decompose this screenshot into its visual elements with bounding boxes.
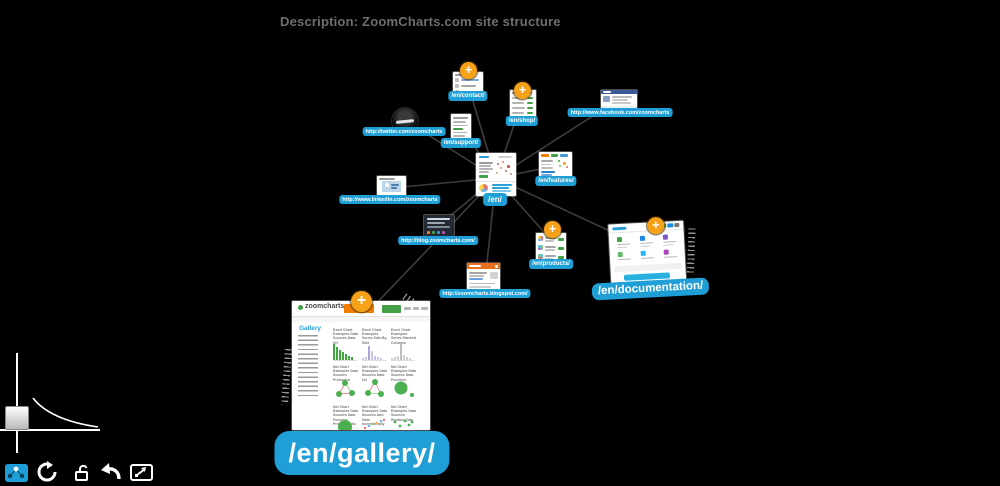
net-chart-thumb[interactable] <box>391 378 415 400</box>
node-label: /en/contact/ <box>448 91 488 101</box>
rotate-icon <box>37 461 57 482</box>
slider-handle[interactable] <box>5 406 29 430</box>
fullscreen-icon <box>130 464 153 481</box>
zoom-curve <box>32 397 99 428</box>
webpage-thumbnail[interactable] <box>476 153 516 196</box>
node-label: http://www.facebook.com/zoomcharts <box>567 108 673 117</box>
gallery-logo: zoomcharts <box>305 303 345 310</box>
slider-track[interactable] <box>16 353 18 453</box>
gallery-item-caption[interactable]: Net Chart Examples Data Sources Preloade… <box>333 365 358 382</box>
net-chart-thumb[interactable] <box>333 418 357 430</box>
net-chart-thumb[interactable] <box>362 378 386 400</box>
node-label: http://twitter.com/zoomcharts <box>362 127 446 136</box>
header-nav-item[interactable] <box>404 307 411 310</box>
webpage-thumbnail[interactable] <box>451 114 471 140</box>
rotate-button[interactable] <box>36 461 58 486</box>
webpage-thumbnail[interactable] <box>377 176 406 196</box>
node-label: /en/documentation/ <box>591 277 710 301</box>
node-label: /en/shop/ <box>505 116 539 126</box>
scatter-chart-thumb[interactable] <box>391 418 415 430</box>
webpage-thumbnail[interactable] <box>424 215 454 236</box>
header-green-button[interactable] <box>382 305 401 313</box>
chart-style-icon <box>5 464 28 482</box>
node-label: http://zoomcharts.blogspot.com/ <box>439 289 531 298</box>
gallery-item-caption[interactable]: Excel Chart Examples Series Stacked Colu… <box>391 328 416 345</box>
node-label: /en/ <box>483 193 507 206</box>
bar-chart-thumb[interactable] <box>362 342 386 361</box>
node-label: http://blog.zoomcharts.com/ <box>398 236 478 245</box>
node-label: /en/gallery/ <box>274 431 450 475</box>
gallery-heading: Gallery <box>299 325 322 332</box>
gallery-item-caption[interactable]: Net Chart Examples Data Sources Data Url <box>362 365 387 382</box>
bar-chart-thumb[interactable] <box>333 342 357 361</box>
webpage-thumbnail[interactable] <box>601 90 637 110</box>
gallery-item-caption[interactable]: Excel Chart Examples Series Side-By-Side <box>362 328 388 345</box>
webpage-thumbnail[interactable] <box>608 220 687 285</box>
chart-description: Description: ZoomCharts.com site structu… <box>280 14 561 29</box>
node-label: /en/support/ <box>440 138 482 148</box>
unlock-button[interactable] <box>73 463 92 486</box>
webpage-thumbnail[interactable] <box>467 263 500 291</box>
webpage-thumbnail[interactable] <box>539 152 572 177</box>
thumb-content <box>608 221 684 281</box>
expand-badge[interactable]: + <box>544 221 561 238</box>
header-nav-item[interactable] <box>421 307 428 310</box>
gallery-item-caption[interactable]: Excel Chart Examples Data Sources Data U… <box>333 328 358 345</box>
back-button[interactable] <box>99 461 122 486</box>
expand-badge[interactable]: + <box>514 82 531 99</box>
gallery-item-caption[interactable]: Net Chart Examples Data Sources Data Fun… <box>391 365 416 382</box>
scatter-chart-thumb[interactable] <box>362 418 386 430</box>
gallery-page-thumbnail[interactable]: zoomcharts Gallery Excel Chart Examples … <box>292 301 430 430</box>
net-chart-thumb[interactable] <box>333 378 357 400</box>
gallery-item-caption[interactable]: Net Chart Examples Data Sources Replace … <box>391 405 416 422</box>
bar-chart-thumb[interactable] <box>391 342 415 361</box>
fullscreen-button[interactable] <box>130 464 153 486</box>
unlock-icon <box>75 464 88 481</box>
chart-style-button[interactable] <box>5 464 28 486</box>
header-nav-item[interactable] <box>413 307 419 310</box>
loading-ticks <box>686 228 696 275</box>
back-icon <box>101 463 121 480</box>
slider-axis <box>0 429 100 431</box>
expand-badge[interactable]: + <box>351 291 372 312</box>
node-label: /en/products/ <box>529 259 573 269</box>
node-documentation[interactable]: + <box>591 209 723 307</box>
gallery-sidebar[interactable] <box>298 335 318 397</box>
expand-badge[interactable]: + <box>460 62 477 79</box>
node-label: /en/features/ <box>535 176 577 186</box>
node-label: http://www.linkedin.com/zoomcharts <box>339 195 441 204</box>
